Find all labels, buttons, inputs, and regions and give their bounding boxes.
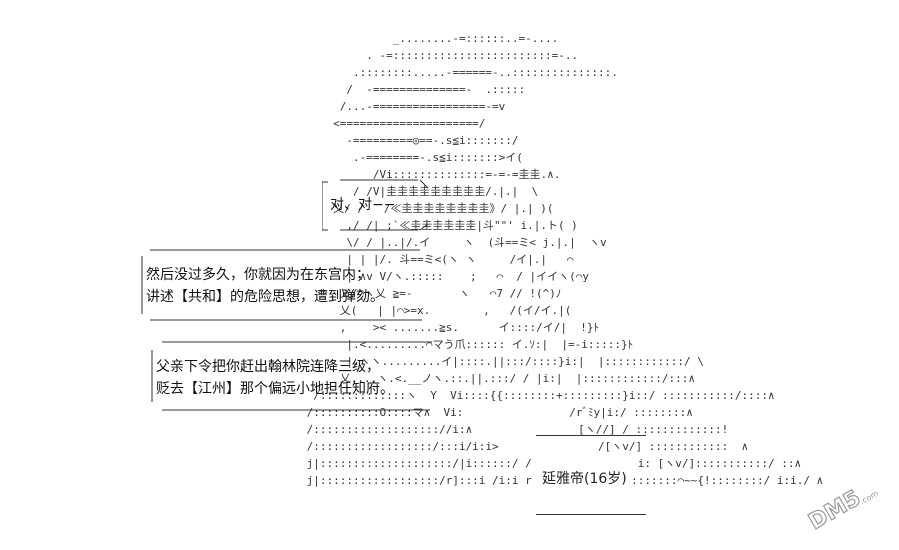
bubble-2-outline (141, 249, 422, 321)
bubble-2-line-1: 然后没过多久，你就因为在东宫内； (146, 267, 370, 283)
ascii-art-character: _........-=::::::..=-.... . -=::::::::::… (300, 30, 824, 520)
dm5-logo-icon: DM5 .com (804, 485, 880, 536)
character-name-label: 延雅帝(16岁) (542, 471, 627, 487)
character-name-box: 延雅帝(16岁) (536, 435, 646, 515)
svg-text:.com: .com (858, 489, 880, 507)
bubble-3-line-2: 贬去【江州】那个偏远小地担任知府。 (156, 381, 394, 397)
bubble-2-line-2: 讲述【共和】的危险思想，遭到弹劾。 (146, 289, 384, 305)
bubble-1-line-1: 对、对−− (330, 197, 396, 213)
bubble-1-outline (322, 179, 429, 231)
bubble-3-outline (151, 341, 432, 411)
ascii-art-text: _........-=::::::..=-.... . -=::::::::::… (306, 32, 824, 487)
svg-text:DM5: DM5 (805, 486, 866, 534)
dm5-watermark-logo: DM5 .com (801, 474, 885, 536)
bubble-3-line-1: 父亲下令把你赶出翰林院连降三级， (156, 359, 380, 375)
